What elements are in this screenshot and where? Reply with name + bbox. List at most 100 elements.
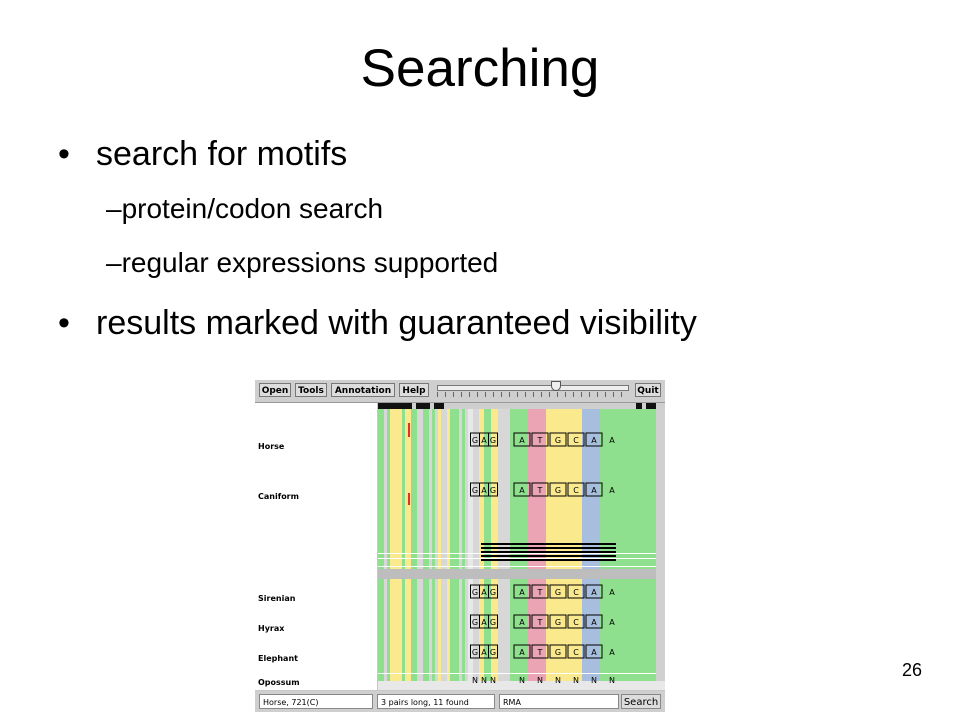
zoom-slider-thumb[interactable]: [551, 381, 561, 391]
motif-box: [549, 482, 567, 497]
species-label-elephant[interactable]: Elephant: [258, 654, 298, 663]
zoom-slider-track[interactable]: [437, 385, 629, 391]
motif-box: [531, 644, 549, 659]
motif-box: [488, 432, 498, 447]
motif-box: [488, 614, 498, 629]
overview-block: [378, 403, 412, 409]
sequence-column: [465, 409, 468, 681]
motif-letter: G: [555, 648, 561, 657]
sequence-column: [447, 409, 450, 681]
motif-letter: G: [490, 436, 496, 445]
species-label-horse[interactable]: Horse: [258, 442, 285, 451]
sub-bullet-glyph: –: [106, 193, 122, 224]
bullet-text: results marked with guaranteed visibilit…: [96, 304, 697, 342]
open-button[interactable]: Open: [259, 383, 291, 397]
motif-letter: G: [555, 588, 561, 597]
motif-letter: C: [573, 588, 579, 597]
sequence-column: [441, 409, 444, 681]
status-bar: Horse, 721(C) 3 pairs long, 11 found RMA…: [255, 691, 665, 712]
motif-letter: T: [537, 588, 543, 597]
collapsed-track: [481, 543, 616, 545]
motif-letter: A: [481, 618, 487, 627]
overview-block: [434, 403, 444, 409]
sub-bullet-protein-codon: –protein/codon search: [106, 193, 383, 225]
sub-bullet-text: protein/codon search: [121, 193, 384, 224]
separator-line: [378, 566, 665, 567]
sequence-column: [444, 409, 447, 681]
collapsed-rows-bar: [378, 569, 665, 579]
motif-box: [513, 614, 531, 629]
opossum-letter: N: [555, 676, 561, 685]
sub-bullet-glyph: –: [106, 247, 122, 278]
help-button[interactable]: Help: [399, 383, 429, 397]
motif-letter: T: [537, 648, 543, 657]
result-field: 3 pairs long, 11 found: [377, 694, 495, 709]
sequence-column: [384, 409, 387, 681]
motif-letter: G: [472, 588, 478, 597]
species-panel: Horse Caniform Sirenian Hyrax Elephant O…: [255, 403, 377, 690]
sequence-column: [420, 409, 423, 681]
motif-box: [513, 644, 531, 659]
motif-box: [585, 584, 603, 599]
motif-box: [585, 432, 603, 447]
motif-letter: A: [609, 486, 615, 495]
sequence-column: [426, 409, 429, 681]
motif-box: [513, 584, 531, 599]
motif-letter: A: [519, 618, 525, 627]
sequence-column: [408, 409, 411, 681]
motif-letter: G: [490, 486, 496, 495]
motif-letter: A: [609, 436, 615, 445]
motif-letter: A: [519, 436, 525, 445]
sequence-column: [414, 409, 417, 681]
motif-letter: C: [573, 648, 579, 657]
motif-letter: A: [519, 486, 525, 495]
motif-box: [531, 482, 549, 497]
opossum-letter: N: [490, 676, 496, 685]
motif-letter: C: [573, 436, 579, 445]
motif-box: [549, 614, 567, 629]
species-label-opossum[interactable]: Opossum: [258, 678, 300, 687]
search-query-input[interactable]: RMA: [499, 694, 619, 709]
species-label-hyrax[interactable]: Hyrax: [258, 624, 285, 633]
sequence-column: [462, 409, 465, 681]
sequence-column: [417, 409, 420, 681]
sequence-column: [378, 409, 381, 681]
sequence-column: [381, 409, 384, 681]
search-button[interactable]: Search: [621, 694, 661, 709]
toolbar: Open Tools Annotation Help Quit: [255, 380, 665, 403]
vertical-scrollbar: [656, 409, 665, 681]
species-label-sirenian[interactable]: Sirenian: [258, 594, 296, 603]
quit-button[interactable]: Quit: [635, 383, 661, 397]
separator-line: [378, 673, 665, 674]
opossum-letter: N: [519, 676, 525, 685]
motif-letter: T: [537, 486, 543, 495]
species-label-caniform[interactable]: Caniform: [258, 492, 299, 501]
motif-box: [567, 584, 585, 599]
overview-block: [646, 403, 656, 409]
annotation-button[interactable]: Annotation: [331, 383, 395, 397]
motif-letter: G: [555, 486, 561, 495]
opossum-letter: N: [481, 676, 487, 685]
motif-letter: A: [519, 648, 525, 657]
sequence-column: [429, 409, 432, 681]
collapsed-track: [481, 555, 616, 557]
tools-button[interactable]: Tools: [295, 383, 327, 397]
motif-letter: A: [609, 618, 615, 627]
motif-letter: C: [573, 618, 579, 627]
sequence-column: [402, 409, 405, 681]
motif-letter: A: [591, 618, 597, 627]
separator-line: [378, 558, 665, 559]
sequence-column: [405, 409, 408, 681]
sequence-column: [453, 409, 456, 681]
motif-letter: T: [537, 618, 543, 627]
opossum-letter: N: [472, 676, 478, 685]
position-field: Horse, 721(C): [259, 694, 373, 709]
motif-letter: G: [555, 618, 561, 627]
motif-box: [488, 644, 498, 659]
alignment-viewer-window: Open Tools Annotation Help Quit Horse Ca…: [255, 380, 665, 712]
motif-letter: G: [472, 648, 478, 657]
motif-letter: G: [472, 618, 478, 627]
bullet-glyph: •: [58, 304, 70, 342]
